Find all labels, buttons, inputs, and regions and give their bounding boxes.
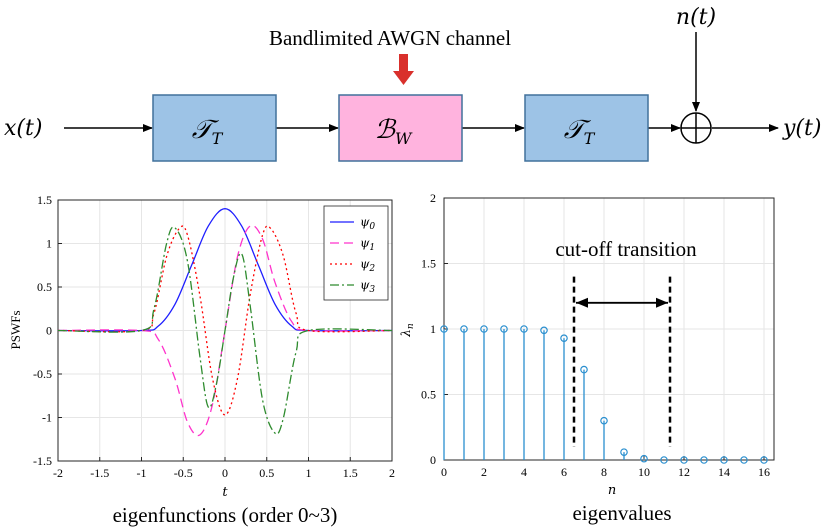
noise-label: n(t) bbox=[676, 5, 716, 30]
x-tick-label: 4 bbox=[521, 465, 527, 479]
x-tick-label: 12 bbox=[678, 465, 690, 479]
x-tick-label: 6 bbox=[561, 465, 567, 479]
y-tick-label: 1.5 bbox=[421, 257, 436, 271]
block-band-limiting: ℬW bbox=[338, 94, 463, 162]
x-tick-label: -1 bbox=[137, 466, 147, 480]
block-label-sub: T bbox=[584, 129, 596, 148]
block-time-limiting-2: 𝒯T bbox=[524, 94, 649, 162]
legend-subscript: 2 bbox=[368, 264, 375, 274]
chart-xlabel: n bbox=[608, 483, 616, 498]
stem-marker bbox=[660, 456, 668, 464]
chart-caption: eigenvalues bbox=[572, 501, 671, 525]
x-tick-label: -2 bbox=[53, 466, 63, 480]
stem-marker bbox=[460, 325, 468, 333]
legend-subscript: 3 bbox=[369, 285, 375, 295]
y-tick-label: 1 bbox=[46, 237, 52, 251]
input-label: x(t) bbox=[4, 116, 42, 141]
stem-marker bbox=[600, 416, 608, 425]
y-tick-label: 0 bbox=[46, 324, 52, 338]
x-tick-label: 2 bbox=[389, 466, 395, 480]
stem-marker bbox=[580, 365, 588, 374]
stem-marker bbox=[720, 456, 728, 464]
stem-marker bbox=[520, 325, 528, 333]
x-tick-label: 16 bbox=[758, 465, 770, 479]
svg-text:ℬW: ℬW bbox=[375, 115, 413, 148]
block-label-sub: W bbox=[395, 129, 413, 148]
x-tick-label: 10 bbox=[638, 465, 650, 479]
y-tick-label: -1.5 bbox=[33, 454, 52, 468]
eigenvalues-chart: 0 2 4 6 8 10 12 14 16 2 1.5 1 0.5 0 cut-off transitio… bbox=[399, 191, 775, 525]
block-time-limiting-1: 𝒯T bbox=[152, 94, 277, 162]
legend-symbol: ψ bbox=[360, 215, 370, 229]
stem-marker bbox=[700, 456, 708, 464]
channel-arrow-icon bbox=[393, 54, 414, 85]
chart-ylabel: λn bbox=[399, 323, 416, 338]
legend-symbol: ψ bbox=[360, 278, 370, 292]
x-tick-label: -1.5 bbox=[90, 466, 109, 480]
x-tick-label: 8 bbox=[601, 465, 607, 479]
x-tick-label: 0 bbox=[222, 466, 228, 480]
cutoff-annotation bbox=[572, 276, 672, 447]
stem-marker bbox=[480, 325, 488, 333]
channel-title: Bandlimited AWGN channel bbox=[269, 26, 511, 50]
x-tick-label: 0 bbox=[441, 465, 447, 479]
x-tick-label: -0.5 bbox=[174, 466, 193, 480]
stem-marker bbox=[740, 456, 748, 464]
legend-subscript: 0 bbox=[369, 222, 375, 232]
y-tick-label: -1 bbox=[42, 411, 52, 425]
y-tick-label: 1 bbox=[430, 322, 436, 336]
chart-lines bbox=[57, 208, 393, 437]
ylabel-subscript: n bbox=[406, 323, 416, 329]
y-tick-label: -0.5 bbox=[33, 367, 52, 381]
x-tick-label: 1 bbox=[306, 466, 312, 480]
chart-xlabel: t bbox=[222, 485, 228, 500]
stem-marker bbox=[640, 454, 648, 463]
stem-marker bbox=[560, 334, 568, 342]
chart-ticks: 0 2 4 6 8 10 12 14 16 2 1.5 1 0.5 0 bbox=[421, 191, 770, 479]
block-label-main: ℬ bbox=[375, 115, 397, 145]
adder-icon bbox=[680, 112, 712, 144]
stem-marker bbox=[680, 456, 688, 464]
stem-marker bbox=[760, 456, 768, 464]
x-tick-label: 2 bbox=[481, 465, 487, 479]
legend-label: ψ3 bbox=[360, 278, 375, 295]
output-label: y(t) bbox=[782, 116, 821, 141]
y-tick-label: 1.5 bbox=[37, 193, 52, 207]
legend-label: ψ0 bbox=[360, 215, 375, 232]
cutoff-annotation-label: cut-off transition bbox=[555, 237, 697, 261]
x-tick-label: 1.5 bbox=[343, 466, 358, 480]
arrow-right-icon bbox=[656, 297, 668, 308]
y-tick-label: 0.5 bbox=[421, 388, 436, 402]
legend-symbol: ψ bbox=[360, 257, 370, 271]
stem-marker bbox=[620, 448, 628, 456]
arrow-left-icon bbox=[576, 297, 588, 308]
stem-marker bbox=[540, 326, 548, 335]
stem-marker bbox=[500, 325, 508, 333]
x-tick-label: 14 bbox=[718, 465, 730, 479]
y-tick-label: 2 bbox=[430, 191, 436, 205]
legend-subscript: 1 bbox=[369, 243, 375, 253]
block-label-sub: T bbox=[212, 129, 224, 148]
legend-label: ψ2 bbox=[360, 257, 375, 274]
series-line-3 bbox=[57, 226, 393, 435]
chart-stems bbox=[440, 325, 768, 464]
stem-marker bbox=[440, 325, 448, 333]
legend-label: ψ1 bbox=[360, 236, 375, 253]
y-tick-label: 0 bbox=[430, 453, 436, 467]
y-tick-label: 0.5 bbox=[37, 280, 52, 294]
ylabel-symbol: λ bbox=[399, 329, 413, 338]
x-tick-label: 0.5 bbox=[259, 466, 274, 480]
chart-ylabel: PSWFs bbox=[8, 310, 23, 349]
series-line-0 bbox=[57, 208, 393, 332]
svg-text:𝒯T: 𝒯T bbox=[192, 115, 224, 148]
legend-symbol: ψ bbox=[360, 236, 370, 250]
chart-caption: eigenfunctions (order 0~3) bbox=[113, 503, 338, 527]
block-diagram: Bandlimited AWGN channel x(t) 𝒯T ℬW 𝒯T bbox=[4, 5, 821, 162]
